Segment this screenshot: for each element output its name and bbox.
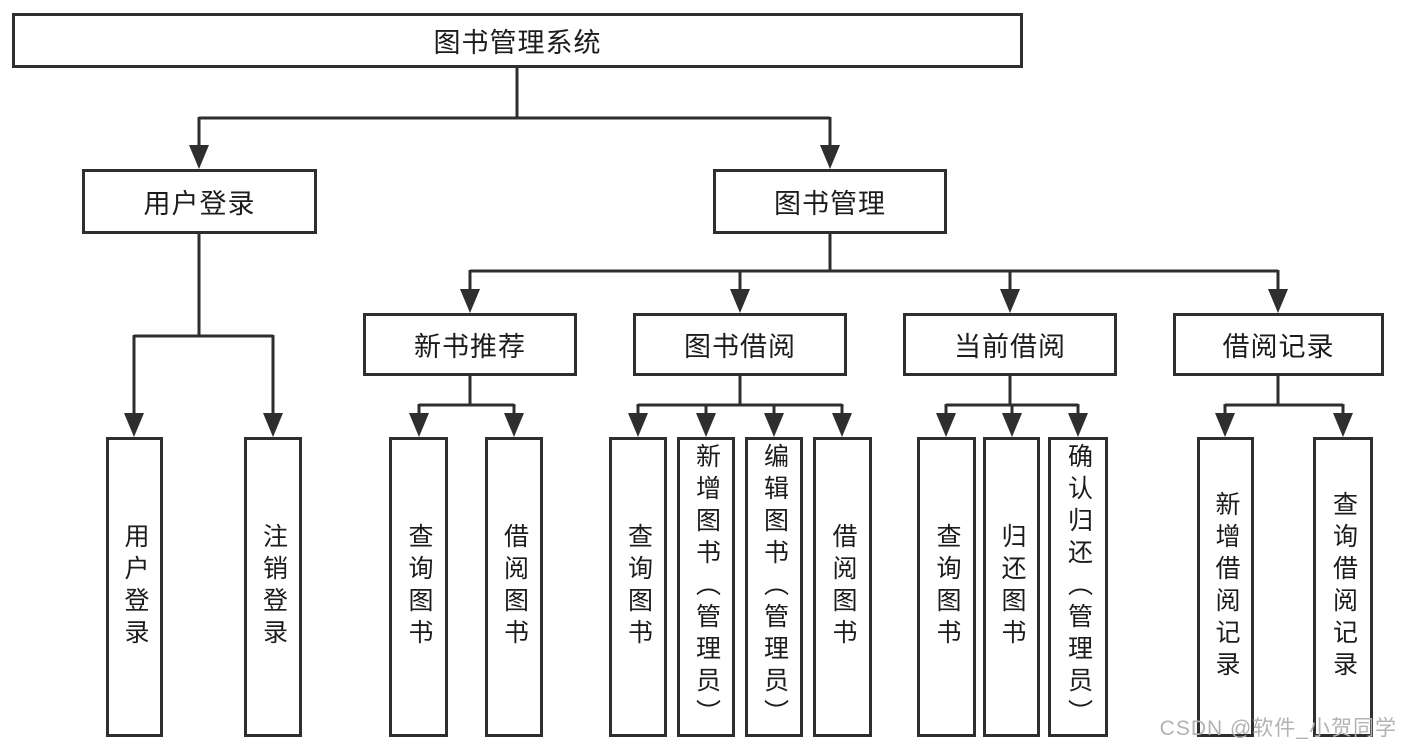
node-root: 图书管理系统 [12,13,1023,68]
csdn-watermark: CSDN @软件_小贺同学 [1159,717,1397,740]
node-label: 编辑图书（管理员） [760,443,789,731]
node-label: 用户登录 [143,189,256,219]
leaf-edit-books-admin: 编辑图书（管理员） [745,437,803,737]
node-label: 借阅记录 [1222,332,1335,362]
node-label: 新增借阅记录 [1212,491,1240,683]
leaf-user-login: 用户登录 [106,437,163,737]
node-label: 借阅图书 [829,523,857,651]
leaf-query-borrow-record: 查询借阅记录 [1313,437,1373,737]
node-borrowing-records: 借阅记录 [1173,313,1384,376]
leaf-query-books-recommend: 查询图书 [389,437,448,737]
node-user-login: 用户登录 [82,169,317,234]
node-label: 查询图书 [933,523,961,651]
leaf-confirm-return-admin: 确认归还（管理员） [1048,437,1108,737]
node-current-borrowing: 当前借阅 [903,313,1117,376]
node-label: 新书推荐 [414,332,526,362]
node-book-borrowing: 图书借阅 [633,313,847,376]
node-label: 图书借阅 [684,332,796,362]
node-label: 用户登录 [121,523,149,651]
leaf-add-books-admin: 新增图书（管理员） [677,437,735,737]
leaf-borrow-books-recommend: 借阅图书 [485,437,543,737]
leaf-add-borrow-record: 新增借阅记录 [1197,437,1254,737]
node-label: 确认归还（管理员） [1064,443,1093,731]
node-label: 新增图书（管理员） [692,443,721,731]
leaf-logout: 注销登录 [244,437,302,737]
node-label: 当前借阅 [954,332,1066,362]
node-label: 归还图书 [998,523,1026,651]
node-label: 注销登录 [259,523,288,651]
leaf-borrow-books-borrowing: 借阅图书 [813,437,872,737]
node-label: 图书管理 [774,189,886,219]
leaf-query-books-borrowing: 查询图书 [609,437,667,737]
node-book-management: 图书管理 [713,169,947,234]
node-label: 查询图书 [624,523,653,651]
node-new-book-recommendation: 新书推荐 [363,313,577,376]
node-label: 借阅图书 [500,523,529,651]
leaf-return-books: 归还图书 [983,437,1040,737]
node-label: 查询借阅记录 [1329,491,1358,683]
leaf-query-books-current: 查询图书 [917,437,976,737]
node-label: 查询图书 [405,523,433,651]
node-label: 图书管理系统 [433,28,602,58]
